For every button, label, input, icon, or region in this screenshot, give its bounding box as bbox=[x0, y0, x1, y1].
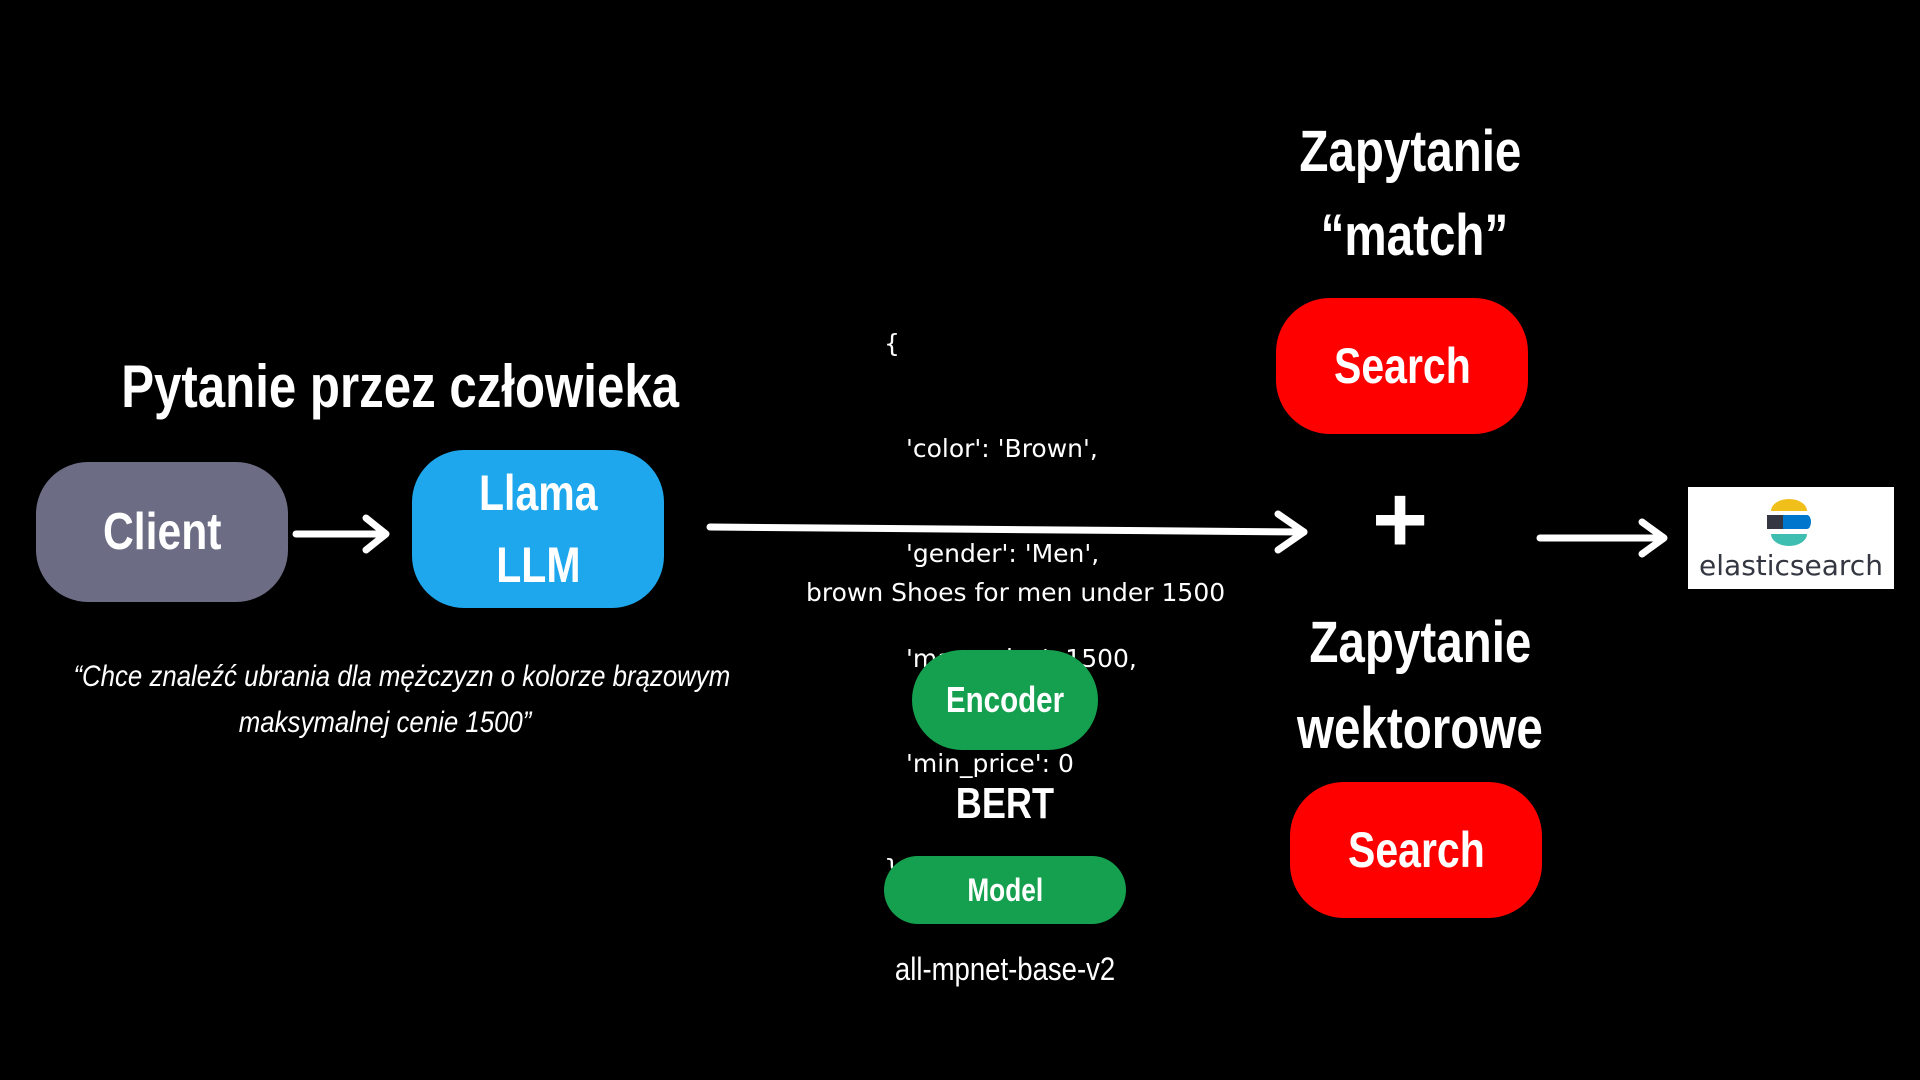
arrow-to-elasticsearch bbox=[1536, 518, 1668, 558]
bert-label-text: BERT bbox=[955, 779, 1055, 828]
model-name: all-mpnet-base-v2 bbox=[894, 951, 1116, 987]
vector-query-line2: wektorowe bbox=[1297, 696, 1543, 761]
search-match-button[interactable]: Search bbox=[1276, 298, 1528, 434]
json-line-gender: 'gender': 'Men', bbox=[906, 539, 1100, 568]
encoder-label: Encoder bbox=[945, 679, 1065, 720]
vector-query-title: Zapytanie wektorowe bbox=[1270, 600, 1570, 772]
match-query-title: Zapytanie “match” bbox=[1260, 110, 1560, 278]
search-match-label: Search bbox=[1333, 338, 1471, 394]
model-label: Model bbox=[967, 872, 1043, 908]
elasticsearch-mark-icon bbox=[1767, 499, 1811, 546]
quote-line2: maksymalnej cenie 1500” bbox=[238, 706, 532, 739]
llama-llm-node: Llama LLM bbox=[412, 450, 664, 608]
model-node: Model bbox=[884, 856, 1126, 924]
search-vector-button[interactable]: Search bbox=[1290, 782, 1542, 918]
search-vector-label: Search bbox=[1347, 822, 1485, 878]
client-label: Client bbox=[102, 503, 222, 561]
human-question-title-text: Pytanie przez człowieka bbox=[121, 353, 680, 420]
json-line-color: 'color': 'Brown', bbox=[906, 434, 1098, 463]
query-text: brown Shoes for men under 1500 bbox=[806, 578, 1226, 607]
llm-label-line2: LLM bbox=[495, 537, 581, 593]
encoder-node: Encoder bbox=[912, 650, 1098, 750]
arrow-client-to-llm bbox=[292, 514, 390, 554]
elasticsearch-logo: elasticsearch bbox=[1688, 487, 1894, 589]
human-question-title: Pytanie przez człowieka bbox=[60, 352, 710, 422]
bert-label: BERT bbox=[905, 778, 1105, 830]
plus-sign: + bbox=[1371, 466, 1429, 573]
json-open-brace: { bbox=[884, 329, 900, 358]
arrow-llm-to-combine bbox=[706, 510, 1308, 554]
quote-line1: “Chce znaleźć ubrania dla mężczyzn o kol… bbox=[73, 660, 731, 693]
llm-label-line1: Llama bbox=[478, 465, 598, 521]
match-query-line1: Zapytanie bbox=[1298, 119, 1522, 184]
elasticsearch-wordmark: elasticsearch bbox=[1699, 549, 1883, 582]
user-question-quote: “Chce znaleźć ubrania dla mężczyzn o kol… bbox=[20, 654, 750, 746]
client-node: Client bbox=[36, 462, 288, 602]
vector-query-line1: Zapytanie bbox=[1308, 610, 1532, 675]
match-query-line2: “match” bbox=[1320, 203, 1509, 268]
json-line-min-price: 'min_price': 0 bbox=[906, 749, 1074, 778]
